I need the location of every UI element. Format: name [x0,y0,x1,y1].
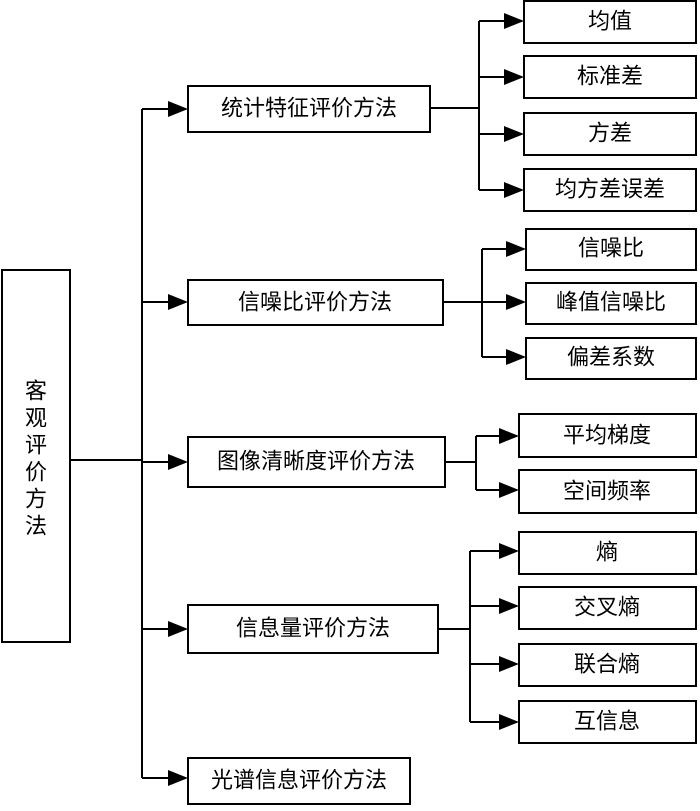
arrow-head-icon [506,349,526,365]
leaf-box [525,337,697,380]
method-label: 信息量评价方法 [236,617,390,642]
arrow-head-icon [504,126,524,142]
method-node-statistical: 统计特征评价方法 均值 标准差 方差 均方差误差 [142,0,697,212]
leaf-box [523,112,697,156]
leaf-box [525,282,697,325]
leaf-label: 峰值信噪比 [556,291,666,316]
root-char: 价 [25,461,47,486]
arrow-head-icon [504,182,524,198]
root-char: 客 [25,380,47,405]
leaf-box [518,413,697,458]
method-box [187,279,444,326]
root-box [1,269,71,643]
arrow-head-icon [168,770,188,786]
arrow-head-icon [499,428,519,444]
method-node-information: 信息量评价方法 熵 交叉熵 联合熵 互信息 [142,531,697,744]
arrow-head-icon [499,482,519,498]
arrow-head-icon [168,454,188,470]
method-node-sharpness: 图像清晰度评价方法 平均梯度 空间频率 [142,413,697,514]
leaf-box [518,700,697,744]
leaf-label: 联合熵 [574,653,640,678]
leaf-box [523,0,697,44]
arrow-head-icon [504,69,524,85]
leaf-label: 标准差 [577,65,643,90]
method-box [187,757,411,805]
arrow-head-icon [499,714,519,730]
leaf-box [525,228,697,271]
leaf-box [518,469,697,514]
root-char: 法 [25,515,47,540]
arrow-head-icon [168,621,188,637]
leaf-box [518,586,697,630]
root-char: 方 [25,488,47,513]
arrow-head-icon [499,543,519,559]
leaf-label: 偏差系数 [567,346,655,371]
leaf-label: 均方差误差 [555,178,665,203]
leaf-label: 互信息 [574,710,640,735]
method-node-spectral: 光谱信息评价方法 [142,757,411,805]
leaf-box [523,55,697,99]
leaf-label: 熵 [596,541,618,566]
arrow-head-icon [504,13,524,29]
leaf-label: 信噪比 [578,237,644,262]
method-label: 统计特征评价方法 [221,97,397,122]
arrow-head-icon [499,656,519,672]
root-char: 观 [25,407,47,432]
leaf-box [523,168,697,212]
root-connectors [70,109,143,778]
method-box [187,436,446,488]
root-node: 客 观 评 价 方 法 [1,269,71,643]
arrow-head-icon [506,294,526,310]
method-node-snr: 信噪比评价方法 信噪比 峰值信噪比 偏差系数 [142,228,697,380]
leaf-label: 平均梯度 [563,424,651,449]
method-label: 图像清晰度评价方法 [217,450,415,475]
method-label: 信噪比评价方法 [238,291,392,316]
leaf-label: 均值 [588,10,632,35]
method-label: 光谱信息评价方法 [211,769,387,794]
leaf-label: 方差 [588,122,632,147]
method-box [187,85,431,133]
leaf-label: 空间频率 [563,480,651,505]
arrow-head-icon [506,241,526,257]
arrow-head-icon [168,294,188,310]
leaf-box [518,643,697,687]
arrow-head-icon [168,101,188,117]
method-box [187,604,439,654]
arrow-head-icon [499,598,519,614]
leaf-box [518,531,697,575]
leaf-label: 交叉熵 [574,596,640,621]
root-char: 评 [25,434,47,459]
